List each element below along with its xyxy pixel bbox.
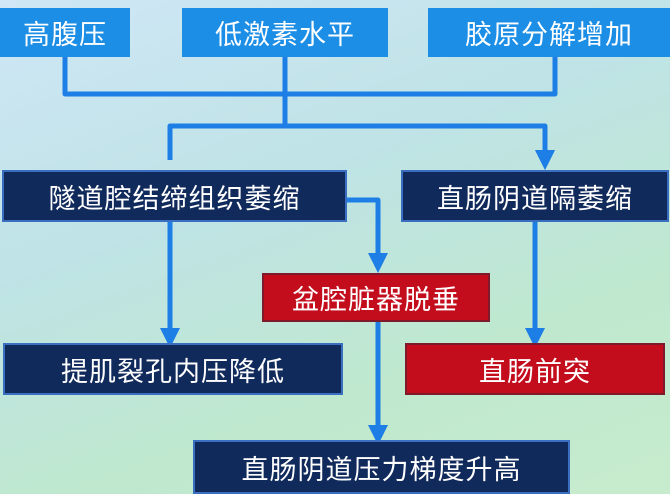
- box-vaginal-tissue-atrophy: 隧道腔结缔组织萎缩: [2, 170, 347, 222]
- box-vaginal-tissue-atrophy-label: 隧道腔结缔组织萎缩: [48, 183, 301, 215]
- box-levator-pressure-low-label: 提肌裂孔内压降低: [61, 356, 285, 388]
- connector-high-pressure-to-junction: [62, 57, 558, 97]
- box-high-abdominal-pressure: 高腹压: [0, 8, 130, 57]
- box-collagen-breakdown: 胶原分解增加: [428, 8, 670, 57]
- box-high-abdominal-pressure-label: 高腹压: [23, 20, 107, 51]
- box-septum-atrophy-label: 直肠阴道隔萎缩: [437, 183, 633, 215]
- arrow-to-tissue-atrophy: [167, 123, 555, 170]
- box-rectocele: 直肠前突: [405, 343, 665, 395]
- box-pelvic-prolapse: 盆腔脏器脱垂: [262, 273, 490, 322]
- box-pressure-gradient-rise: 直肠阴道压力梯度升高: [193, 440, 570, 494]
- box-pelvic-prolapse-label: 盆腔脏器脱垂: [292, 285, 460, 316]
- box-rectocele-label: 直肠前突: [479, 356, 591, 388]
- box-collagen-breakdown-label: 胶原分解增加: [465, 20, 633, 51]
- box-septum-atrophy: 直肠阴道隔萎缩: [401, 170, 669, 222]
- box-levator-pressure-low: 提肌裂孔内压降低: [3, 343, 343, 395]
- box-pressure-gradient-rise-label: 直肠阴道压力梯度升高: [241, 454, 522, 486]
- box-low-hormone-level: 低激素水平: [182, 8, 388, 57]
- arrow-tissue-to-prolapse: [345, 197, 388, 273]
- box-low-hormone-level-label: 低激素水平: [215, 20, 355, 51]
